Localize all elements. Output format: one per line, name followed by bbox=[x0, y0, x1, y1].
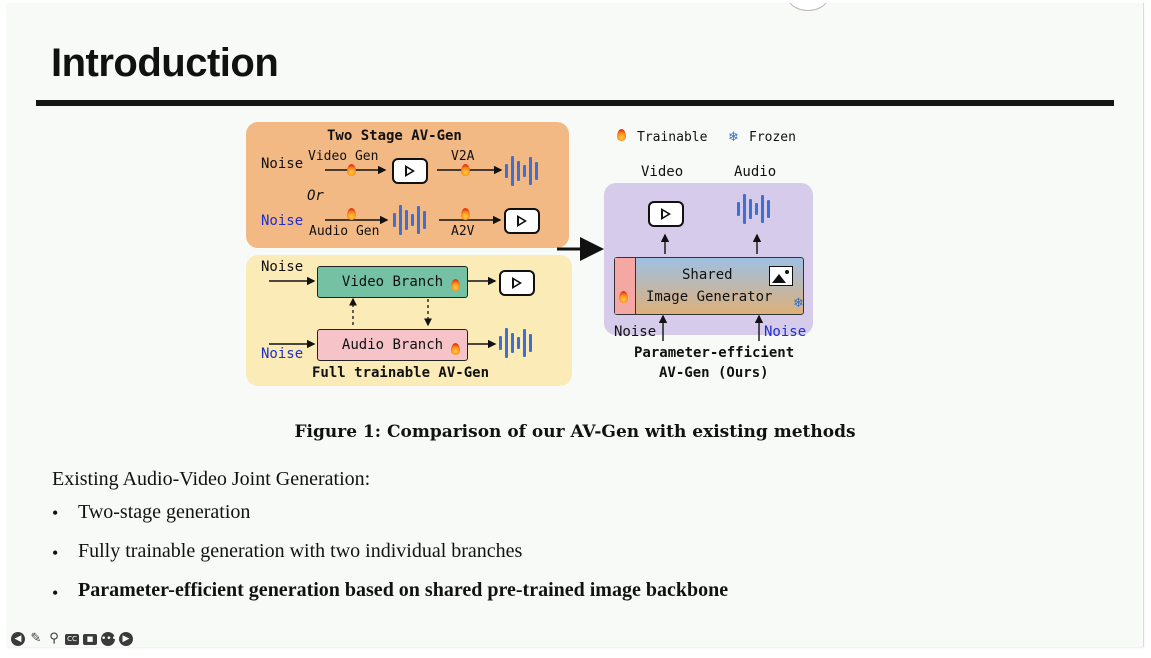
a2v-label: A2V bbox=[451, 224, 475, 239]
audio-branch-label: Audio Branch bbox=[341, 337, 444, 353]
video-gen-label: Video Gen bbox=[308, 149, 379, 164]
trainable-fire-icon bbox=[451, 279, 460, 291]
bullet-dot: • bbox=[52, 503, 59, 523]
audio-output-label: Audio bbox=[734, 164, 777, 180]
noise-label: Noise bbox=[261, 346, 304, 362]
video-play-icon bbox=[499, 270, 535, 296]
video-play-icon bbox=[648, 201, 684, 227]
trainable-fire-icon bbox=[617, 129, 626, 141]
slide: Introduction bbox=[7, 3, 1144, 647]
or-label: Or bbox=[307, 188, 324, 204]
noise-label: Noise bbox=[614, 324, 657, 340]
trainable-fire-icon bbox=[347, 164, 356, 176]
video-output-label: Video bbox=[641, 164, 684, 180]
audio-branch-box: Audio Branch bbox=[317, 329, 468, 361]
trainable-fire-icon bbox=[461, 164, 470, 176]
two-stage-title: Two Stage AV-Gen bbox=[327, 128, 462, 144]
noise-label: Noise bbox=[261, 156, 304, 172]
video-play-icon bbox=[392, 158, 428, 184]
parameter-efficient-title: Parameter-efficient bbox=[634, 345, 795, 361]
full-trainable-title: Full trainable AV-Gen bbox=[312, 365, 490, 381]
image-generator-label: Image Generator bbox=[646, 289, 773, 305]
captions-icon[interactable]: CC bbox=[65, 634, 79, 645]
audio-wave-icon bbox=[393, 202, 433, 238]
parameter-efficient-subtitle: AV-Gen (Ours) bbox=[659, 365, 769, 381]
legend-trainable: Trainable bbox=[637, 130, 708, 145]
trainable-fire-icon bbox=[619, 291, 628, 303]
image-icon bbox=[769, 266, 793, 286]
title-rule bbox=[36, 100, 1114, 106]
v2a-label: V2A bbox=[451, 149, 475, 164]
forward-icon[interactable]: ▶ bbox=[119, 632, 133, 646]
slide-toolbar: ◀ ✎ ⚲ CC ■ ••• ▶ bbox=[11, 632, 133, 647]
intro-line: Existing Audio-Video Joint Generation: bbox=[52, 468, 371, 490]
audio-wave-icon bbox=[499, 325, 539, 361]
back-icon[interactable]: ◀ bbox=[11, 632, 25, 646]
audio-gen-label: Audio Gen bbox=[309, 224, 380, 239]
slide-title: Introduction bbox=[51, 41, 279, 85]
video-play-icon bbox=[504, 208, 540, 234]
pen-icon[interactable]: ✎ bbox=[30, 631, 42, 646]
bullet-dot: • bbox=[52, 583, 59, 603]
zoom-icon[interactable]: ⚲ bbox=[49, 631, 59, 646]
bullet-dot: • bbox=[52, 543, 59, 563]
bullet-item: Parameter-efficient generation based on … bbox=[78, 579, 729, 601]
trainable-adapter-strip bbox=[615, 258, 636, 314]
noise-label: Noise bbox=[764, 324, 807, 340]
frozen-snowflake-icon: ❄ bbox=[793, 296, 804, 311]
trainable-fire-icon bbox=[461, 208, 470, 220]
figure-arrows bbox=[269, 165, 764, 349]
frozen-snowflake-icon: ❄ bbox=[728, 130, 739, 145]
audio-wave-icon bbox=[737, 191, 777, 227]
noise-label: Noise bbox=[261, 213, 304, 229]
video-branch-box: Video Branch bbox=[317, 266, 468, 298]
more-icon[interactable]: ••• bbox=[101, 632, 117, 646]
camera-icon[interactable]: ■ bbox=[83, 634, 97, 645]
video-branch-label: Video Branch bbox=[341, 274, 444, 290]
bullet-item: Two-stage generation bbox=[78, 501, 251, 523]
bullet-item: Fully trainable generation with two indi… bbox=[78, 540, 523, 562]
legend-frozen: Frozen bbox=[749, 130, 796, 145]
trainable-fire-icon bbox=[347, 208, 356, 220]
shared-label: Shared bbox=[682, 267, 733, 283]
figure-caption: Figure 1: Comparison of our AV-Gen with … bbox=[294, 422, 856, 442]
trainable-fire-icon bbox=[451, 343, 460, 355]
audio-wave-icon bbox=[505, 153, 545, 189]
noise-label: Noise bbox=[261, 259, 304, 275]
